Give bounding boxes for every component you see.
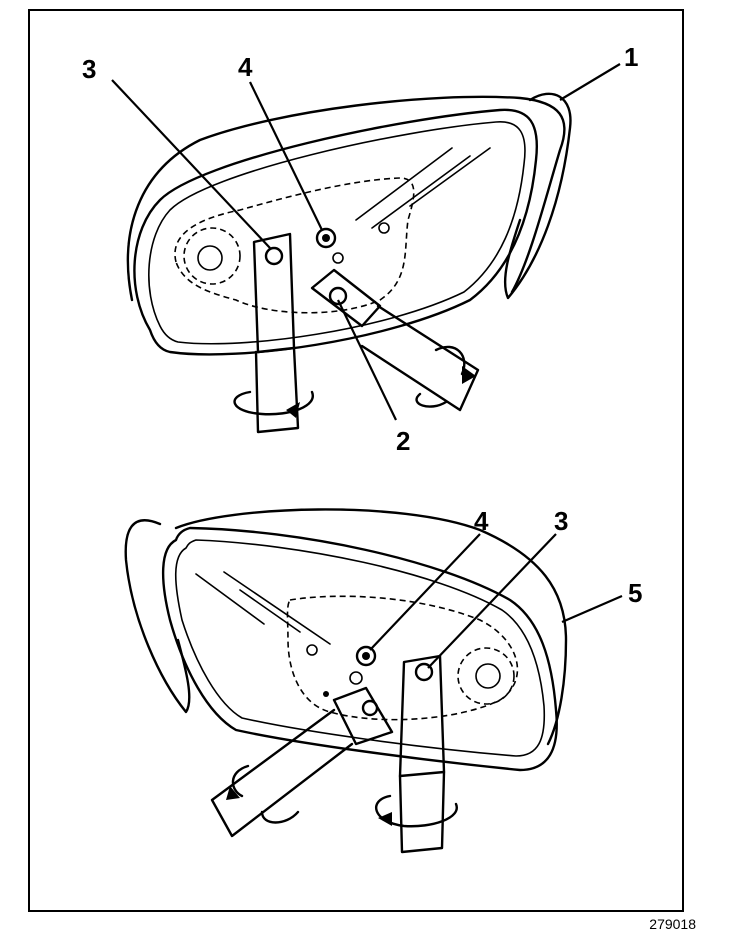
- top-mirror-hole: [378, 222, 390, 234]
- leader-top-3: [111, 79, 271, 249]
- bottom-mirror-right-handle: [398, 770, 446, 854]
- callout-top-2: 2: [396, 426, 410, 456]
- bottom-mirror-pivot-ring: [457, 647, 515, 705]
- leader-bottom-4: [369, 533, 481, 651]
- bottom-mirror-right-screw: [414, 662, 434, 682]
- callout-bottom-5: 5: [628, 578, 642, 608]
- top-mirror-center-nut-core: [322, 234, 330, 242]
- top-mirror-housing: [126, 95, 566, 302]
- top-mirror-center-nut: [315, 227, 337, 249]
- bottom-mirror-housing: [174, 508, 568, 746]
- top-mirror-right-arrowhead: [462, 366, 476, 384]
- top-mirror-left-arrowhead: [286, 402, 300, 418]
- bottom-mirror-glass-outer: [161, 526, 558, 772]
- bottom-mirror-reflection: [195, 571, 331, 645]
- bottom-mirror-glass-inner: [174, 539, 546, 757]
- top-mirror-right-screw: [328, 286, 348, 306]
- top-mirror-glass-inner: [148, 121, 526, 345]
- leader-top-1: [559, 63, 621, 101]
- bottom-mirror-backing-plate: [286, 595, 519, 721]
- top-mirror-glass-outer: [133, 108, 538, 356]
- bottom-mirror-left-strap: [332, 686, 394, 746]
- callout-top-3: 3: [82, 54, 96, 84]
- leader-bottom-3: [427, 533, 557, 669]
- diagram-frame: [28, 9, 684, 912]
- bottom-mirror-hole: [349, 671, 363, 685]
- bottom-mirror-left-handle: [210, 708, 354, 838]
- callout-bottom-3: 3: [554, 506, 568, 536]
- leader-lines: [111, 63, 623, 669]
- bottom-mirror-center-nut: [355, 645, 377, 667]
- bottom-mirror-end-cap: [124, 519, 191, 714]
- top-mirror-hole: [332, 252, 344, 264]
- bottom-mirror-left-screw: [361, 699, 379, 717]
- top-mirror-end-cap: [503, 92, 572, 300]
- callout-top-1: 1: [624, 42, 638, 72]
- bottom-mirror-right-rotate-arrow: [375, 794, 458, 828]
- bottom-mirror-left-rotate-arrow: [231, 764, 300, 824]
- top-mirror-left-screw: [264, 246, 284, 266]
- top-mirror-backing-plate: [174, 177, 415, 314]
- leader-top-4: [249, 81, 323, 231]
- bottom-mirror-right-arrowhead: [378, 812, 392, 826]
- leader-bottom-5: [561, 594, 623, 624]
- top-mirror-right-handle: [360, 304, 480, 412]
- top-mirror-left-strap: [252, 232, 296, 354]
- figure-reference-number: 279018: [649, 916, 696, 932]
- bottom-mirror-left-arrowhead: [226, 786, 240, 800]
- top-mirror-left-handle: [254, 346, 300, 434]
- callout-labels: 3 4 1 2 4 3 5: [82, 42, 642, 608]
- top-mirror-reflection: [355, 147, 491, 229]
- top-mirror-assembly: [126, 92, 572, 434]
- top-mirror-pivot-hole: [197, 245, 223, 271]
- callout-bottom-4: 4: [474, 506, 489, 536]
- top-mirror-pivot-ring: [183, 227, 241, 285]
- bottom-mirror-dot: [323, 691, 329, 697]
- bottom-mirror-center-nut-core: [362, 652, 370, 660]
- leader-top-2: [337, 299, 397, 421]
- bottom-mirror-hole: [306, 644, 318, 656]
- bottom-mirror-assembly: [124, 508, 568, 854]
- top-mirror-left-rotate-arrow: [233, 390, 314, 416]
- bottom-mirror-pivot-hole: [475, 663, 501, 689]
- callout-top-4: 4: [238, 52, 253, 82]
